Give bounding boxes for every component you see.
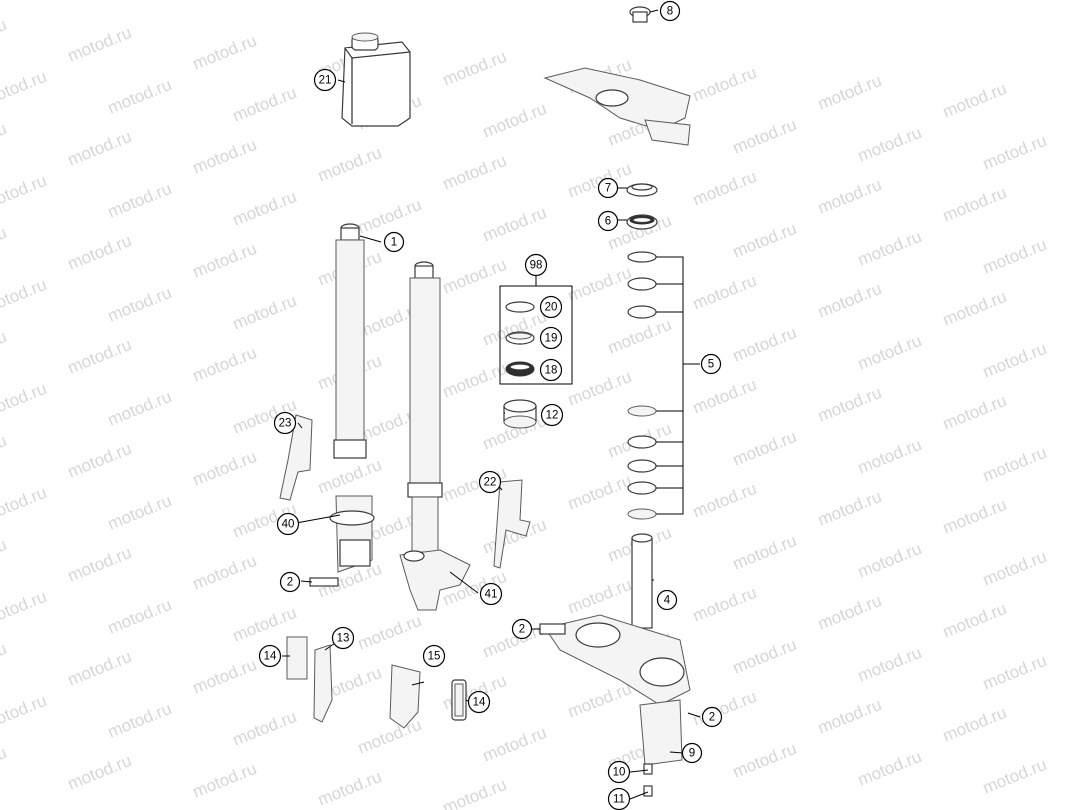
brake-hose-guide-23 bbox=[279, 414, 313, 501]
callout-circle bbox=[313, 68, 337, 92]
callout-circle bbox=[700, 353, 722, 375]
callout-c40: 40 bbox=[276, 512, 300, 536]
ring-stack-part bbox=[627, 251, 657, 520]
callout-circle bbox=[479, 582, 503, 606]
callout-number: 2 bbox=[519, 624, 525, 636]
callout-circle bbox=[539, 326, 563, 350]
callout-c20: 20 bbox=[539, 295, 563, 319]
callout-c9: 9 bbox=[681, 742, 703, 764]
seal-20 bbox=[505, 301, 535, 313]
callout-circle bbox=[539, 295, 563, 319]
seal-19 bbox=[505, 331, 535, 345]
callout-c2c: 2 bbox=[701, 706, 723, 728]
callout-number: 9 bbox=[689, 748, 695, 760]
callout-c4: 4 bbox=[656, 589, 678, 611]
callout-c14a: 14 bbox=[258, 644, 282, 668]
callout-circle bbox=[597, 177, 619, 199]
ring-stack-leader bbox=[656, 256, 700, 515]
protector-pad-14 bbox=[451, 679, 467, 721]
callout-circle bbox=[597, 210, 619, 232]
callout-circle bbox=[540, 403, 564, 427]
bearing-ring-6 bbox=[626, 214, 658, 230]
callout-number: 18 bbox=[545, 365, 558, 377]
fork-leg-left bbox=[309, 223, 375, 587]
callout-number: 8 bbox=[667, 6, 673, 18]
callout-c41: 41 bbox=[479, 582, 503, 606]
callout-c15: 15 bbox=[422, 644, 446, 668]
seal-18 bbox=[505, 361, 535, 377]
handlebar-clamp-part bbox=[543, 6, 691, 146]
callout-number: 7 bbox=[605, 183, 611, 195]
callout-circle bbox=[279, 571, 301, 593]
callout-number: 15 bbox=[428, 651, 441, 663]
callout-number: 6 bbox=[605, 216, 611, 228]
callout-circle bbox=[273, 411, 297, 435]
callout-c14b: 14 bbox=[467, 690, 491, 714]
callout-number: 2 bbox=[287, 577, 293, 589]
callout-circle bbox=[276, 512, 300, 536]
callout-number: 2 bbox=[709, 712, 715, 724]
callout-circle bbox=[659, 0, 681, 22]
callout-number: 4 bbox=[664, 595, 671, 607]
fork-leg-right bbox=[399, 261, 471, 611]
callout-circle bbox=[258, 644, 282, 668]
callout-number: 12 bbox=[546, 410, 559, 422]
callout-circle bbox=[539, 358, 563, 382]
callout-number: 1 bbox=[391, 237, 397, 249]
callout-c19: 19 bbox=[539, 326, 563, 350]
oil-bottle-part bbox=[341, 32, 411, 127]
steering-stem-part bbox=[539, 533, 691, 797]
callout-c23: 23 bbox=[273, 411, 297, 435]
callout-circle bbox=[681, 742, 703, 764]
callout-c12: 12 bbox=[540, 403, 564, 427]
callout-c1: 1 bbox=[383, 231, 405, 253]
callout-number: 21 bbox=[319, 75, 332, 87]
callout-circle bbox=[331, 626, 355, 650]
callout-c8: 8 bbox=[659, 0, 681, 22]
callout-number: 98 bbox=[530, 260, 543, 272]
callout-circle bbox=[422, 644, 446, 668]
fork-guard-13 bbox=[286, 636, 333, 723]
callout-circle bbox=[607, 760, 631, 784]
fork-guard-15 bbox=[389, 664, 421, 729]
brake-hose-guide-22 bbox=[493, 479, 531, 569]
callout-number: 14 bbox=[473, 697, 486, 709]
callout-number: 10 bbox=[613, 767, 626, 779]
callout-c2b: 2 bbox=[511, 618, 533, 640]
callout-c6: 6 bbox=[597, 210, 619, 232]
callout-c5: 5 bbox=[700, 353, 722, 375]
callout-circle bbox=[524, 253, 548, 277]
callout-c2a: 2 bbox=[279, 571, 301, 593]
callout-circle bbox=[701, 706, 723, 728]
callout-c7: 7 bbox=[597, 177, 619, 199]
callout-number: 13 bbox=[337, 633, 350, 645]
callout-c18: 18 bbox=[539, 358, 563, 382]
callout-c98: 98 bbox=[524, 253, 548, 277]
callout-number: 23 bbox=[279, 418, 292, 430]
callout-number: 14 bbox=[264, 651, 277, 663]
callout-number: 41 bbox=[485, 589, 498, 601]
callout-c10: 10 bbox=[607, 760, 631, 784]
callout-c11: 11 bbox=[607, 787, 631, 810]
callout-c13: 13 bbox=[331, 626, 355, 650]
callout-c22: 22 bbox=[478, 470, 502, 494]
bearing-ring-7 bbox=[626, 183, 658, 197]
callout-number: 19 bbox=[545, 333, 558, 345]
callout-number: 11 bbox=[613, 794, 625, 806]
callout-number: 5 bbox=[708, 359, 714, 371]
callout-number: 20 bbox=[545, 302, 558, 314]
bushing-12 bbox=[503, 399, 537, 429]
callout-circle bbox=[511, 618, 533, 640]
callout-number: 40 bbox=[282, 519, 295, 531]
callout-circle bbox=[383, 231, 405, 253]
callout-circle bbox=[478, 470, 502, 494]
callout-circle bbox=[467, 690, 491, 714]
callout-circle bbox=[656, 589, 678, 611]
callout-c21: 21 bbox=[313, 68, 337, 92]
callout-number: 22 bbox=[484, 477, 497, 489]
